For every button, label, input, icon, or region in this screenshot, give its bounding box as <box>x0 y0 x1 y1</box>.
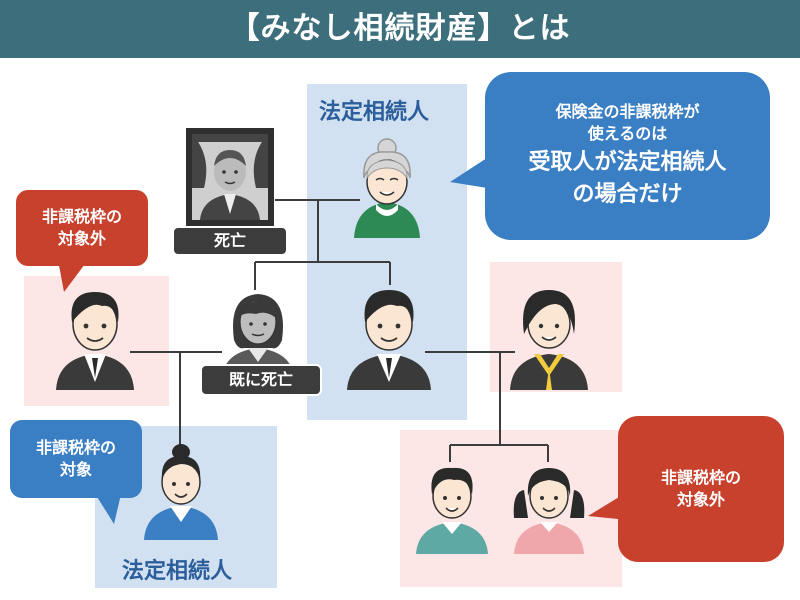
excluded-callout-left-line2: 対象外 <box>57 229 106 248</box>
main-callout: 保険金の非課税枠が 使えるのは 受取人が法定相続人 の場合だけ <box>450 72 770 240</box>
main-callout-line2: 使えるのは <box>587 124 668 143</box>
main-callout-line3: 受取人が法定相続人 <box>528 150 727 175</box>
excluded-callout-right-line2: 対象外 <box>676 490 725 509</box>
included-callout-line1: 非課税枠の <box>35 438 116 457</box>
grandmother <box>354 138 420 238</box>
legal-heir-label-top: 法定相続人 <box>319 100 430 125</box>
daughter-in-law <box>510 290 588 390</box>
included-callout-shape <box>10 420 142 524</box>
excluded-callout-left: 非課税枠の 対象外 <box>16 190 148 292</box>
son-in-law <box>56 292 134 390</box>
main-callout-line1: 保険金の非課税枠が <box>555 102 700 121</box>
deceased-tag: 死亡 <box>172 226 288 256</box>
excluded-callout-left-shape <box>16 190 148 292</box>
excluded-callout-right: 非課税枠の 対象外 <box>588 416 784 562</box>
included-callout: 非課税枠の 対象 <box>10 420 142 524</box>
main-callout-shape <box>450 72 770 240</box>
excluded-callout-left-line1: 非課税枠の <box>41 207 122 226</box>
excluded-callout-right-shape <box>588 416 784 562</box>
excluded-callout-right-line1: 非課税枠の <box>660 468 741 487</box>
grandchild-legal-heir <box>144 444 218 540</box>
living-son <box>347 290 431 390</box>
grandchild-girl <box>513 468 585 554</box>
page-title: 【みなし相続財産】とは <box>0 0 800 58</box>
deceased-grandfather-portrait <box>186 128 274 226</box>
predeceased-tag: 既に死亡 <box>200 364 322 396</box>
grandchild-boy <box>416 467 488 554</box>
main-callout-line4: の場合だけ <box>572 182 683 207</box>
included-callout-line2: 対象 <box>59 460 92 479</box>
legal-heir-label-bottom: 法定相続人 <box>122 559 233 584</box>
